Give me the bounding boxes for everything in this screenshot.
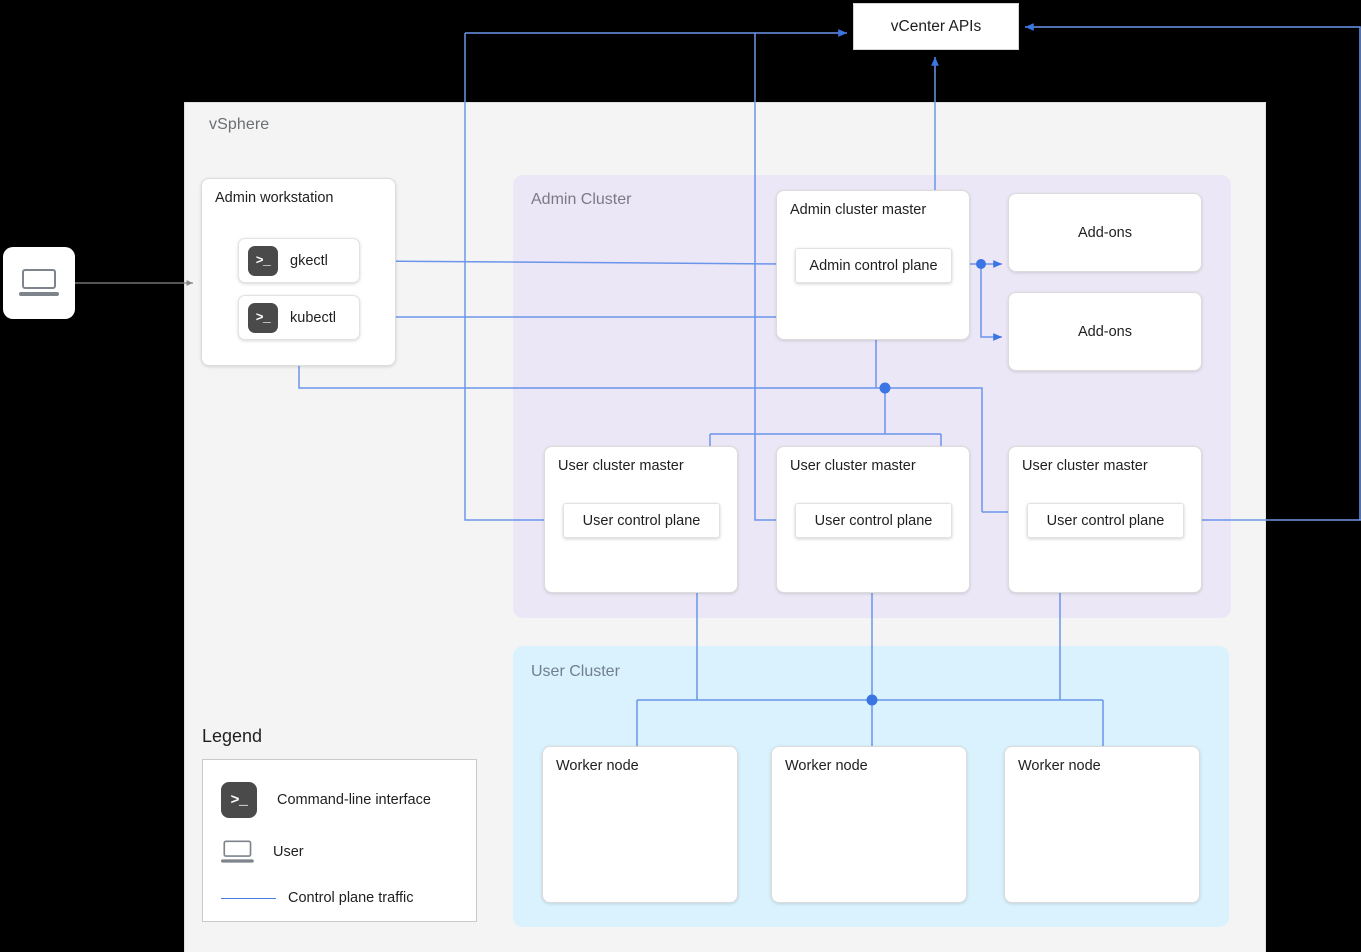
terminal-icon: >_: [248, 302, 278, 333]
cli-chip-kubectl[interactable]: >_ kubectl: [238, 295, 360, 340]
legend-item-traffic: Control plane traffic: [221, 890, 413, 906]
line-swatch-icon: [221, 897, 276, 899]
vsphere-label: vSphere: [209, 116, 270, 133]
legend-item-cli-label: Command-line interface: [277, 792, 431, 808]
worker-node-3[interactable]: Worker node: [1004, 746, 1200, 903]
addons-node-2[interactable]: Add-ons: [1008, 292, 1202, 371]
addons-node-1[interactable]: Add-ons: [1008, 193, 1202, 272]
laptop-icon: [221, 840, 254, 864]
user-cluster-label: User Cluster: [531, 663, 620, 680]
user-control-plane-node-1[interactable]: User control plane: [563, 503, 720, 538]
legend-title: Legend: [202, 726, 263, 746]
terminal-icon: >_: [248, 245, 278, 276]
vcenter-apis-node[interactable]: vCenter APIs: [853, 3, 1019, 50]
worker-node-1[interactable]: Worker node: [542, 746, 738, 903]
legend-item-user: User: [221, 838, 304, 866]
worker-node-title: Worker node: [1018, 758, 1101, 774]
cli-chip-gkectl[interactable]: >_ gkectl: [238, 238, 360, 283]
admin-cluster-master-title: Admin cluster master: [790, 202, 927, 218]
worker-node-title: Worker node: [556, 758, 639, 774]
legend-item-cli: >_ Command-line interface: [221, 782, 431, 818]
user-node[interactable]: [3, 247, 75, 319]
user-cluster-master-title: User cluster master: [1022, 458, 1148, 474]
user-control-plane-node-2[interactable]: User control plane: [795, 503, 952, 538]
admin-workstation-title: Admin workstation: [215, 190, 334, 206]
admin-control-plane-node[interactable]: Admin control plane: [795, 248, 952, 283]
legend-item-traffic-label: Control plane traffic: [288, 890, 414, 906]
user-cluster-master-title: User cluster master: [558, 458, 684, 474]
laptop-icon: [19, 269, 59, 297]
legend-item-user-label: User: [273, 844, 304, 860]
admin-cluster-label: Admin Cluster: [531, 191, 632, 208]
worker-node-2[interactable]: Worker node: [771, 746, 967, 903]
legend-box: >_ Command-line interface User Control p…: [202, 759, 477, 922]
cli-chip-gkectl-label: gkectl: [290, 252, 328, 269]
terminal-icon: >_: [221, 782, 257, 818]
user-control-plane-node-3[interactable]: User control plane: [1027, 503, 1184, 538]
worker-node-title: Worker node: [785, 758, 868, 774]
cli-chip-kubectl-label: kubectl: [290, 309, 336, 326]
user-cluster-master-title: User cluster master: [790, 458, 916, 474]
